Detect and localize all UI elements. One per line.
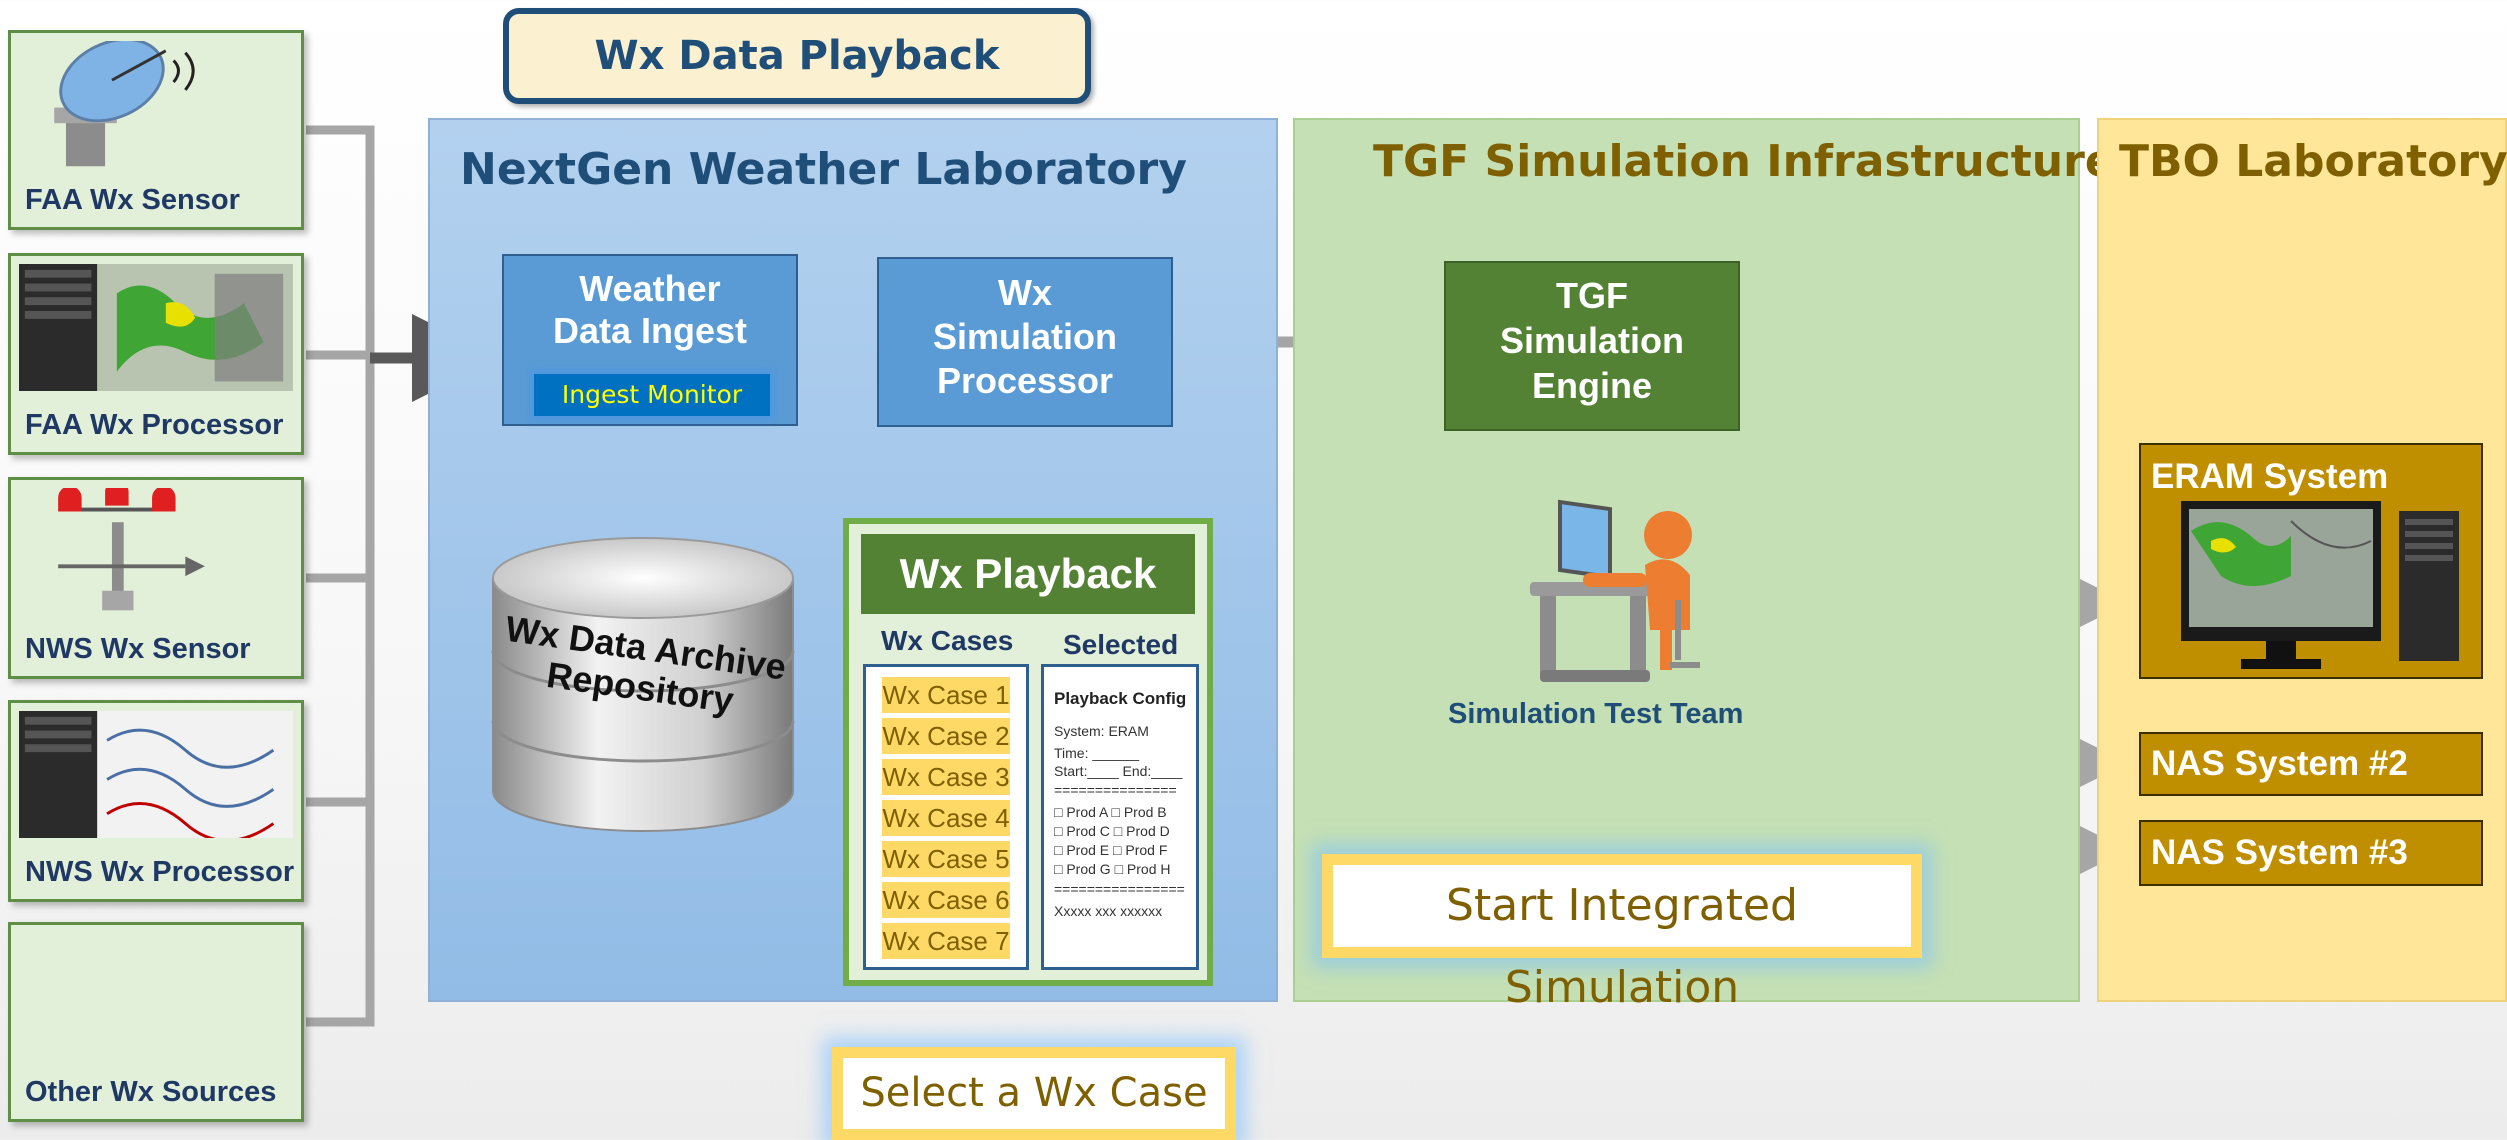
tgf-line2: Simulation — [1499, 320, 1684, 361]
config-line: □ Prod G □ Prod H — [1054, 861, 1171, 877]
wx-playback-panel: Wx Playback Wx Cases Selected Wx Case 1 … — [843, 518, 1213, 986]
start-integrated-simulation-label: Start Integrated Simulation — [1446, 880, 1798, 1013]
wx-cases-header: Wx Cases — [881, 625, 1014, 656]
wx-case-item[interactable]: Wx Case 3 — [882, 759, 1010, 795]
playback-config-panel: Playback Config System: ERAM Time: _____… — [1041, 664, 1199, 970]
header-title-box: Wx Data Playback — [503, 8, 1091, 104]
config-line: ================ — [1054, 881, 1185, 897]
config-line: □ Prod E □ Prod F — [1054, 842, 1168, 858]
start-integrated-simulation-button[interactable]: Start Integrated Simulation — [1322, 854, 1922, 1013]
source-label: Other Wx Sources — [25, 1076, 277, 1108]
source-label: NWS Wx Sensor — [25, 633, 251, 665]
config-line: Xxxxx xxx xxxxxx — [1054, 903, 1163, 919]
radar-dish-icon — [54, 41, 195, 167]
wx-simulation-processor-node: Wx Simulation Processor — [877, 257, 1173, 427]
select-wx-case-callout[interactable]: Select a Wx Case — [832, 1047, 1236, 1140]
source-faa-wx-processor: FAA Wx Processor — [8, 253, 304, 455]
select-wx-case-label: Select a Wx Case — [860, 1070, 1208, 1116]
source-label: NWS Wx Processor — [25, 856, 295, 888]
source-nws-wx-processor: NWS Wx Processor — [8, 700, 304, 902]
source-faa-wx-sensor: FAA Wx Sensor — [8, 30, 304, 230]
anemometer-icon — [58, 488, 205, 611]
ingest-monitor-label: Ingest Monitor — [561, 380, 743, 409]
source-label: FAA Wx Processor — [25, 409, 284, 441]
tbo-panel-title: TBO Laboratory — [2119, 136, 2507, 187]
config-line: □ Prod C □ Prod D — [1054, 823, 1170, 839]
source-other-wx-sources: Other Wx Sources — [8, 922, 304, 1122]
config-line: Start:____ End:____ — [1054, 763, 1183, 779]
wx-playback-title: Wx Playback — [899, 550, 1157, 597]
config-line: □ Prod A □ Prod B — [1054, 804, 1167, 820]
tgf-panel-title: TGF Simulation Infrastructure — [1373, 136, 2115, 187]
simulation-test-team-label: Simulation Test Team — [1448, 698, 1744, 730]
eram-system-node: ERAM System — [2139, 443, 2483, 679]
wxsim-line2: Simulation — [932, 316, 1117, 357]
nas-system-2-label: NAS System #2 — [2151, 744, 2408, 783]
wx-playback-title-bar: Wx Playback — [861, 534, 1195, 614]
selected-header: Selected — [1063, 629, 1179, 660]
nextgen-lab-title: NextGen Weather Laboratory — [460, 144, 1187, 195]
weather-data-ingest-node: Weather Data Ingest Ingest Monitor — [502, 254, 798, 426]
eram-display-icon — [2181, 501, 2459, 669]
config-line: =============== — [1054, 782, 1177, 798]
weather-processor-icon — [19, 264, 293, 392]
playback-config-title: Playback Config — [1054, 689, 1187, 708]
ingest-monitor-button[interactable]: Ingest Monitor — [534, 374, 770, 416]
nas-system-3-node: NAS System #3 — [2139, 820, 2483, 886]
tgf-line3: Engine — [1531, 365, 1652, 406]
wx-case-item[interactable]: Wx Case 5 — [882, 841, 1010, 877]
wx-data-archive-repository — [491, 537, 795, 832]
tgf-simulation-engine-node: TGF Simulation Engine — [1444, 261, 1740, 431]
wx-case-item[interactable]: Wx Case 2 — [882, 718, 1010, 754]
tgf-line1: TGF — [1556, 275, 1628, 316]
config-line: Time: ______ — [1054, 745, 1140, 761]
wx-case-item[interactable]: Wx Case 7 — [882, 923, 1010, 959]
header-title: Wx Data Playback — [594, 33, 1000, 79]
ingest-title-line2: Data Ingest — [552, 310, 748, 351]
config-line: System: ERAM — [1054, 723, 1149, 739]
weather-map-processor-icon — [19, 711, 293, 839]
source-bus-connector — [306, 125, 375, 1027]
eram-system-label: ERAM System — [2151, 457, 2389, 496]
source-label: FAA Wx Sensor — [25, 184, 240, 216]
wx-case-item[interactable]: Wx Case 6 — [882, 882, 1010, 918]
source-nws-wx-sensor: NWS Wx Sensor — [8, 477, 304, 679]
wx-cases-list: Wx Case 1 Wx Case 2 Wx Case 3 Wx Case 4 … — [863, 664, 1029, 970]
nas-system-3-label: NAS System #3 — [2151, 833, 2408, 872]
ingest-title-line1: Weather — [579, 268, 721, 309]
nas-system-2-node: NAS System #2 — [2139, 732, 2483, 796]
wxsim-line1: Wx — [998, 272, 1052, 313]
wx-case-item[interactable]: Wx Case 4 — [882, 800, 1010, 836]
wx-case-item[interactable]: Wx Case 1 — [882, 677, 1010, 713]
wxsim-line3: Processor — [936, 360, 1114, 401]
simulation-test-team-icon — [1530, 499, 1700, 682]
